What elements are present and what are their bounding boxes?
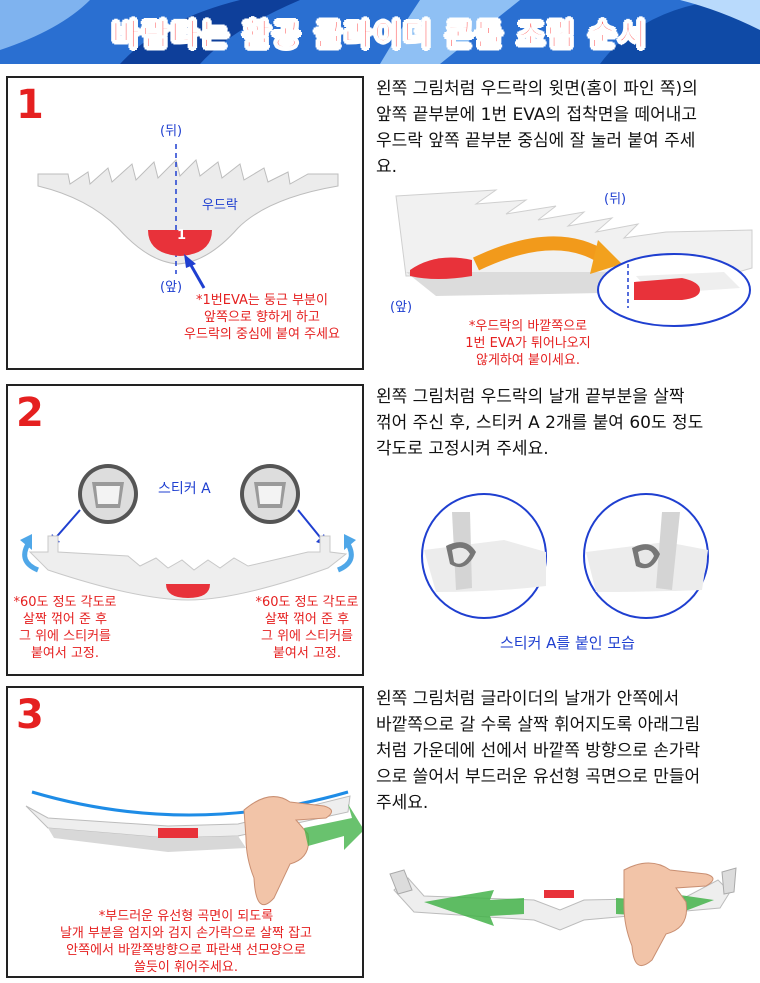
step1-label-tail: 우드락 [202, 194, 238, 213]
step3-panel: 3 *부드러운 유선형 곡면이 되도록 날개 부분을 엄지와 검지 손가락으로 … [6, 686, 364, 978]
step2-panel: 2 스티커 A *60도 정도 각도로 살짝 꺾어 준 후 그 위에 스티커를 … [6, 384, 364, 676]
step3-result-diagram [384, 850, 756, 980]
step2-description: 왼쪽 그림처럼 우드락의 날개 끝부분을 살짝 꺾어 주신 후, 스티커 A 2… [376, 384, 756, 462]
step1-right-label-back: (뒤) [604, 188, 626, 207]
step1-description: 왼쪽 그림처럼 우드락의 윗면(홈이 파인 쪽)의 앞쪽 끝부분에 1번 EVA… [376, 76, 756, 180]
step2-note-left: *60도 정도 각도로 살짝 꺾어 준 후 그 위에 스티커를 붙여서 고정. [10, 594, 120, 662]
step2-sticker-label: 스티커 A [158, 478, 211, 498]
step1-label-back: (뒤) [160, 120, 182, 139]
step2-note-right: *60도 정도 각도로 살짝 꺾어 준 후 그 위에 스티커를 붙여서 고정. [252, 594, 362, 662]
page-title: 바람타는 활공 글라이더 콘돌 조립 순서 [0, 10, 760, 54]
step3-description: 왼쪽 그림처럼 글라이더의 날개가 안쪽에서 바깥쪽으로 갈 수록 살짝 휘어지… [376, 686, 756, 816]
step1-panel: 1 (뒤) 우드락 1 (앞) *1번EVA는 둥근 부분이 앞쪽으로 향하게 … [6, 76, 364, 370]
step1-right-note: *우드락의 바깥쪽으로 1번 EVA가 튀어나오지 않게하여 붙이세요. [438, 318, 618, 369]
step1-note: *1번EVA는 둥근 부분이 앞쪽으로 향하게 하고 우드락의 중심에 붙여 주… [166, 292, 358, 343]
step2-result-diagram [396, 492, 756, 622]
title-banner: 바람타는 활공 글라이더 콘돌 조립 순서 [0, 0, 760, 64]
step1-right-label-front: (앞) [390, 296, 412, 315]
step2-caption: 스티커 A를 붙인 모습 [500, 632, 635, 653]
step3-note: *부드러운 유선형 곡면이 되도록 날개 부분을 엄지와 검지 손가락으로 살짝… [14, 908, 358, 976]
step1-eva-number: 1 [177, 228, 186, 243]
